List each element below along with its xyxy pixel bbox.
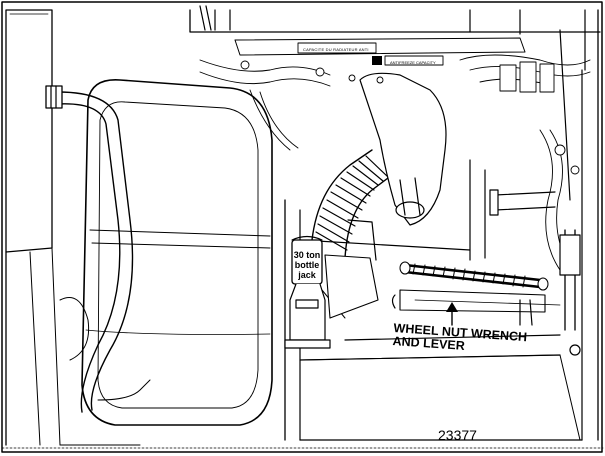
placard-text-left: CAPACITE DU RADIATEUR ANTI [303, 47, 369, 52]
bottle-jack-callout: 30 ton bottle jack [293, 250, 321, 280]
wiring-harness [199, 54, 591, 271]
jack-callout-line: bottle [294, 260, 320, 270]
corrugated-duct [311, 149, 393, 259]
jack-callout-line: 30 ton [293, 250, 321, 260]
figure-number: 23377 [438, 427, 477, 443]
placard-plate-left [297, 42, 377, 54]
placard-text-right: ANTIFREEZE CAPACITY [390, 60, 436, 65]
large-tank [81, 79, 273, 426]
tank-hose [45, 85, 134, 413]
wheel-nut-wrench-spring [399, 261, 549, 291]
arrow-up-icon [446, 302, 458, 312]
placard-plate-right [384, 55, 444, 66]
open-door-panel [5, 9, 141, 446]
wrench-callout-arrow [446, 302, 458, 326]
jack-callout-line: jack [298, 270, 316, 280]
